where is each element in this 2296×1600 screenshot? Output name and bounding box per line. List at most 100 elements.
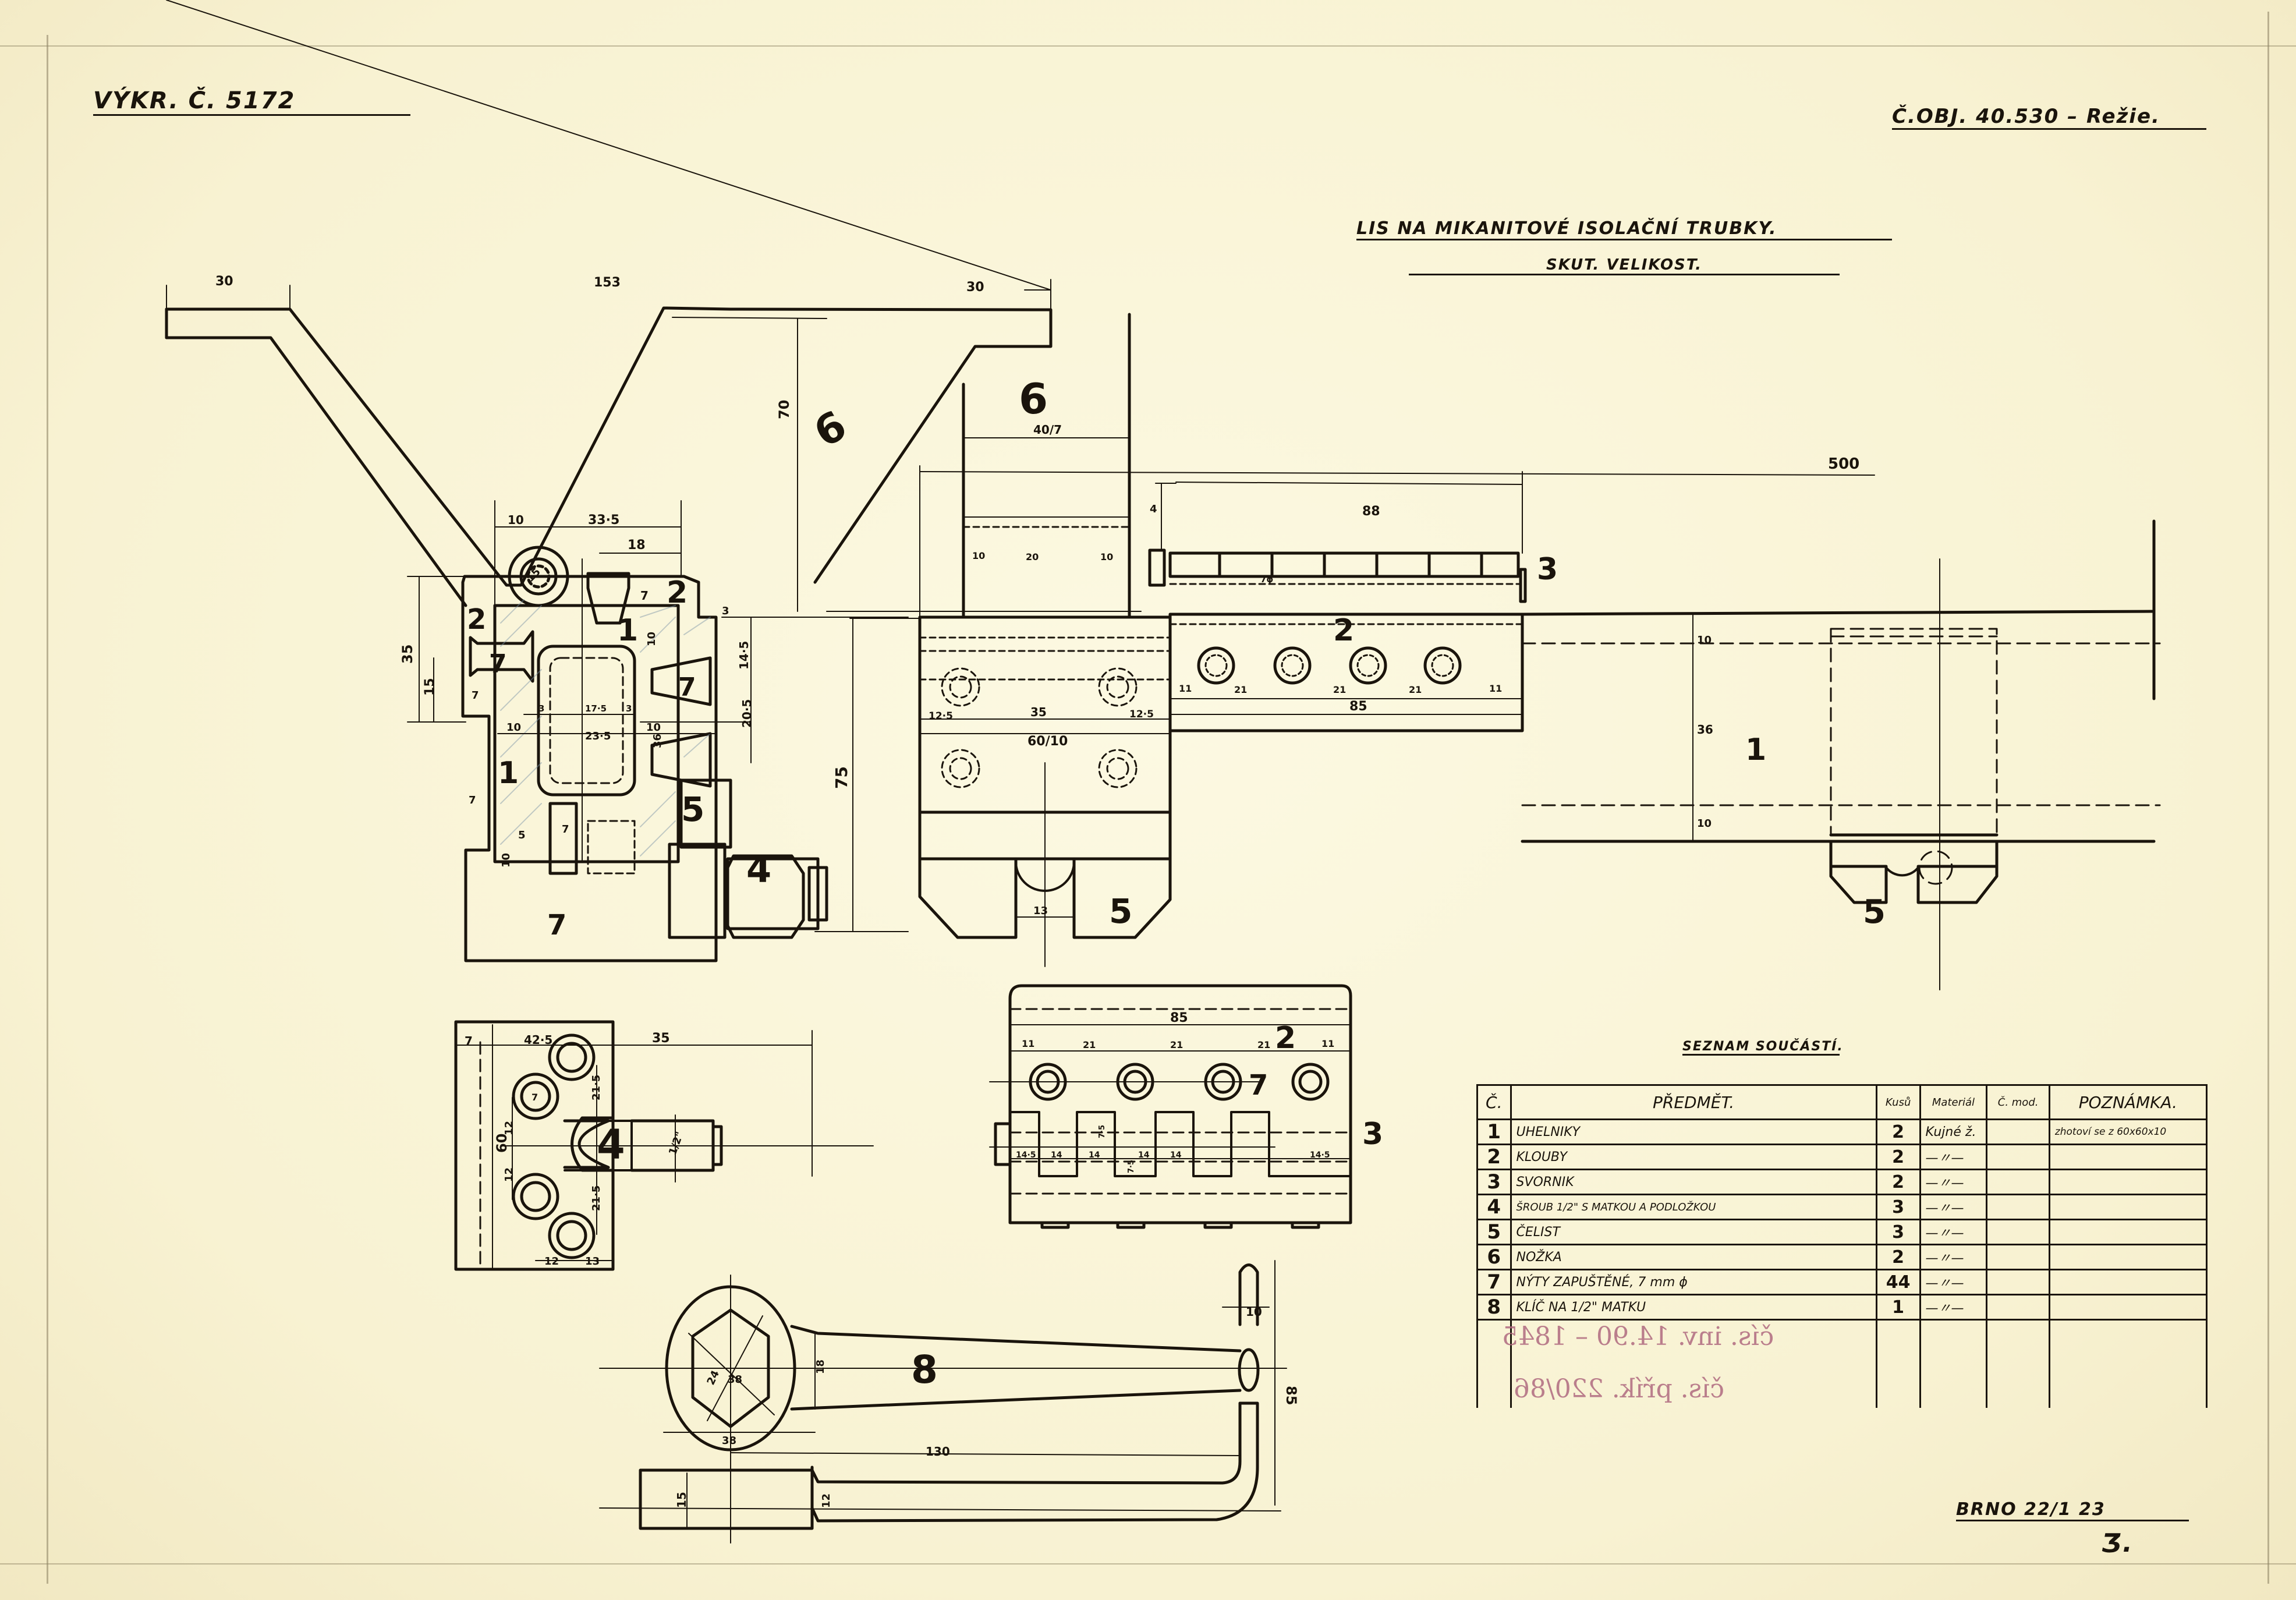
row-number: 3: [1476, 1169, 1512, 1195]
dim-text: 21: [1257, 1039, 1270, 1050]
row-material: —〃—: [1919, 1194, 1988, 1220]
frame-line-right: [2267, 12, 2269, 1584]
row-item: NOŽKA: [1510, 1244, 1877, 1270]
dim-text: 7·5: [1098, 1125, 1107, 1138]
dim-text: 18: [814, 1360, 827, 1374]
part-label-2-left: 2: [467, 603, 486, 636]
row-number: 6: [1476, 1244, 1512, 1270]
part-label-2-hinge: 2: [1275, 1021, 1296, 1056]
dim-text: 85: [1170, 1011, 1188, 1025]
dim-text: 88: [1362, 504, 1380, 519]
signature: Ʒ.: [2102, 1528, 2134, 1558]
dim-text: 10: [1100, 551, 1113, 562]
table-row: 6 NOŽKA 2 —〃—: [1476, 1244, 2208, 1270]
dim-text: 7: [562, 823, 569, 836]
part-label-2-top: 2: [667, 575, 688, 610]
dim-text: 12: [503, 1167, 515, 1182]
dim-text: 42·5: [524, 1033, 552, 1047]
row-qty: 3: [1875, 1219, 1921, 1245]
dim-text: 13: [1033, 905, 1048, 917]
wrench-view: [639, 1263, 1260, 1530]
dim-text: 30: [215, 274, 233, 289]
dim-text: 36: [651, 734, 664, 748]
dim-text: 10: [508, 513, 524, 527]
dim-text: 15: [524, 566, 543, 585]
row-qty: 2: [1875, 1118, 1921, 1145]
row-qty: 3: [1875, 1194, 1921, 1220]
row-material: —〃—: [1919, 1219, 1988, 1245]
part-label-7-hinge: 7: [1249, 1069, 1268, 1102]
row-number: 5: [1476, 1219, 1512, 1245]
table-row: 8 KLÍČ NA 1/2" MATKU 1 —〃—: [1476, 1294, 2208, 1321]
table-row: 1 UHELNIKY 2 Kujné ž. zhotoví se z 60x60…: [1476, 1118, 2208, 1145]
dim-text: 10: [972, 550, 985, 561]
row-note: [2048, 1169, 2208, 1195]
part-label-5-front: 5: [1109, 891, 1132, 931]
dim-text: 60/10: [1027, 734, 1068, 749]
dim-text: 35: [652, 1031, 670, 1046]
blank-cell: [2048, 1319, 2208, 1408]
handle-part-6: [165, 306, 1053, 607]
dim-text: 14·5: [737, 641, 751, 670]
row-note: [2048, 1219, 2208, 1245]
frame-line-left: [47, 35, 48, 1584]
col-header-number: Č.: [1476, 1084, 1512, 1120]
row-number: 2: [1476, 1144, 1512, 1170]
drawing-subtitle: SKUT. VELIKOST.: [1409, 256, 1840, 275]
side-view-dimension-lines: [1692, 558, 1940, 990]
part-label-1-side: 1: [1745, 732, 1766, 767]
blank-cell: [1986, 1319, 2050, 1408]
hinge-top-dimension-lines: [989, 1024, 1351, 1159]
frame-line-top: [0, 45, 2296, 47]
table-row: 7 NÝTY ZAPUŠTĚNÉ, 7 mm ϕ 44 —〃—: [1476, 1269, 2208, 1295]
dim-text: 35: [399, 645, 416, 664]
row-number: 8: [1476, 1294, 1512, 1321]
row-material: Kujné ž.: [1919, 1118, 1988, 1145]
section-hatching: [500, 599, 711, 856]
row-number: 4: [1476, 1194, 1512, 1220]
row-note: [2048, 1194, 2208, 1220]
col-header-material: Materiál: [1919, 1084, 1988, 1120]
row-model: [1986, 1294, 2050, 1321]
dim-text: 10: [1697, 817, 1712, 830]
dim-text: 3: [538, 703, 544, 714]
row-model: [1986, 1269, 2050, 1295]
dim-text: 4: [1150, 503, 1157, 515]
dim-text: 10: [506, 721, 521, 734]
dim-text: 21: [1333, 684, 1346, 695]
dim-text: 20·5: [740, 699, 754, 728]
dim-text: 12: [820, 1493, 832, 1508]
col-header-model: Č. mod.: [1986, 1084, 2050, 1120]
dim-text: 36: [1697, 723, 1713, 737]
dim-text: 18: [628, 538, 646, 553]
dim-text: 12: [544, 1255, 559, 1268]
section-view: [461, 546, 828, 962]
side-view: [1521, 519, 2156, 904]
wrench-dimension-lines: [599, 1260, 1287, 1544]
row-qty: 2: [1875, 1144, 1921, 1170]
dim-text: 11: [1179, 683, 1192, 694]
inventory-stamp: čís. inv. 14.90 – 1845: [1502, 1322, 1774, 1351]
row-material: —〃—: [1919, 1294, 1988, 1321]
dim-text: 12·5: [1129, 709, 1154, 720]
dim-text: 12·5: [929, 710, 953, 722]
part-label-7-right: 7: [678, 672, 696, 702]
part-label-5-side: 5: [1863, 893, 1886, 931]
part-label-2-front: 2: [1333, 613, 1354, 648]
dim-text: 11: [1022, 1038, 1034, 1049]
dim-text: 10: [646, 721, 661, 734]
blank-cell: [1510, 1319, 1877, 1408]
parts-list-heading: SEZNAM SOUČÁSTÍ.: [1682, 1039, 1843, 1056]
dim-text: 7: [472, 689, 479, 702]
part-label-7-bottom: 7: [547, 909, 566, 941]
hinge-top-hidden-lines: [1009, 1008, 1352, 1195]
part-label-4-section: 4: [746, 848, 771, 891]
row-model: [1986, 1219, 2050, 1245]
dim-text: 7: [465, 1034, 473, 1048]
dim-text: 30: [966, 280, 984, 295]
part-number-labels: 6 6 2 2 1 1 7 7 7 5 4 2 3 5 1 5 4 2 7 3 …: [467, 374, 1886, 1392]
row-item: ČELIST: [1510, 1219, 1877, 1245]
part-label-1-bottom: 1: [498, 756, 519, 791]
side-view-hidden-lines: [1521, 628, 2161, 885]
dim-text: 35: [1030, 705, 1047, 719]
